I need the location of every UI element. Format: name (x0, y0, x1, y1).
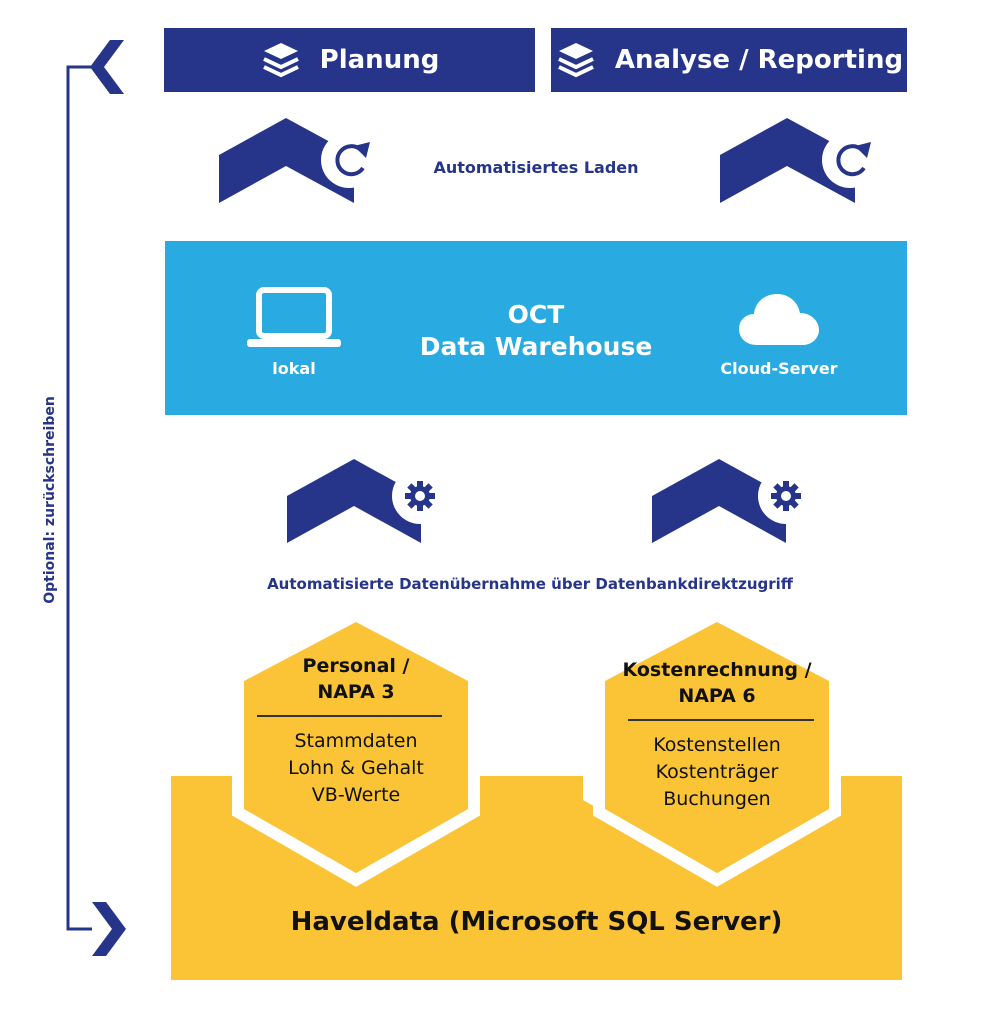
module-personal-divider (257, 715, 442, 717)
transfer-caption: Automatisierte Datenübernahme über Daten… (267, 575, 793, 593)
module-personal-item: Stammdaten (294, 730, 418, 752)
local-label: lokal (272, 359, 316, 378)
upload-arrow-left (219, 118, 377, 203)
module-kosten-title1: Kostenrechnung / (622, 659, 812, 681)
planung-box: Planung (164, 28, 535, 92)
transfer-arrow-right (652, 459, 814, 543)
module-personal-item: Lohn & Gehalt (288, 757, 424, 779)
analyse-label: Analyse / Reporting (614, 45, 904, 75)
module-kosten-title2: NAPA 6 (678, 685, 756, 707)
module-kosten-item: Buchungen (663, 788, 771, 810)
warehouse-title-line2: Data Warehouse (419, 332, 653, 361)
module-personal-title1: Personal / (302, 655, 410, 677)
load-caption: Automatisiertes Laden (433, 158, 639, 177)
side-label: Optional: zurückschreiben (42, 396, 58, 604)
module-kosten-item: Kostenstellen (653, 734, 781, 756)
database-label: Haveldata (Microsoft SQL Server) (290, 907, 783, 937)
warehouse-title-line1: OCT (507, 300, 565, 329)
module-personal-title2: NAPA 3 (317, 681, 395, 703)
module-kosten-item: Kostenträger (655, 761, 779, 783)
analyse-box: Analyse / Reporting (551, 28, 907, 92)
transfer-arrow-left (287, 459, 448, 543)
chevron-right-icon[interactable] (92, 902, 126, 956)
laptop-icon (247, 287, 341, 347)
side-bracket (66, 65, 92, 931)
cloud-label: Cloud-Server (720, 359, 838, 378)
layers-icon (262, 43, 299, 78)
upload-arrow-right (720, 118, 878, 203)
layers-icon (558, 43, 594, 78)
module-kosten-divider (628, 719, 814, 721)
database-base-shape (171, 776, 902, 980)
cloud-icon (739, 294, 819, 345)
chevron-left-icon[interactable] (90, 40, 124, 94)
module-personal-item: VB-Werte (311, 784, 401, 806)
data-warehouse-box: OCT Data Warehouse lokal Cloud-Server (165, 241, 907, 415)
planung-label: Planung (319, 45, 440, 75)
